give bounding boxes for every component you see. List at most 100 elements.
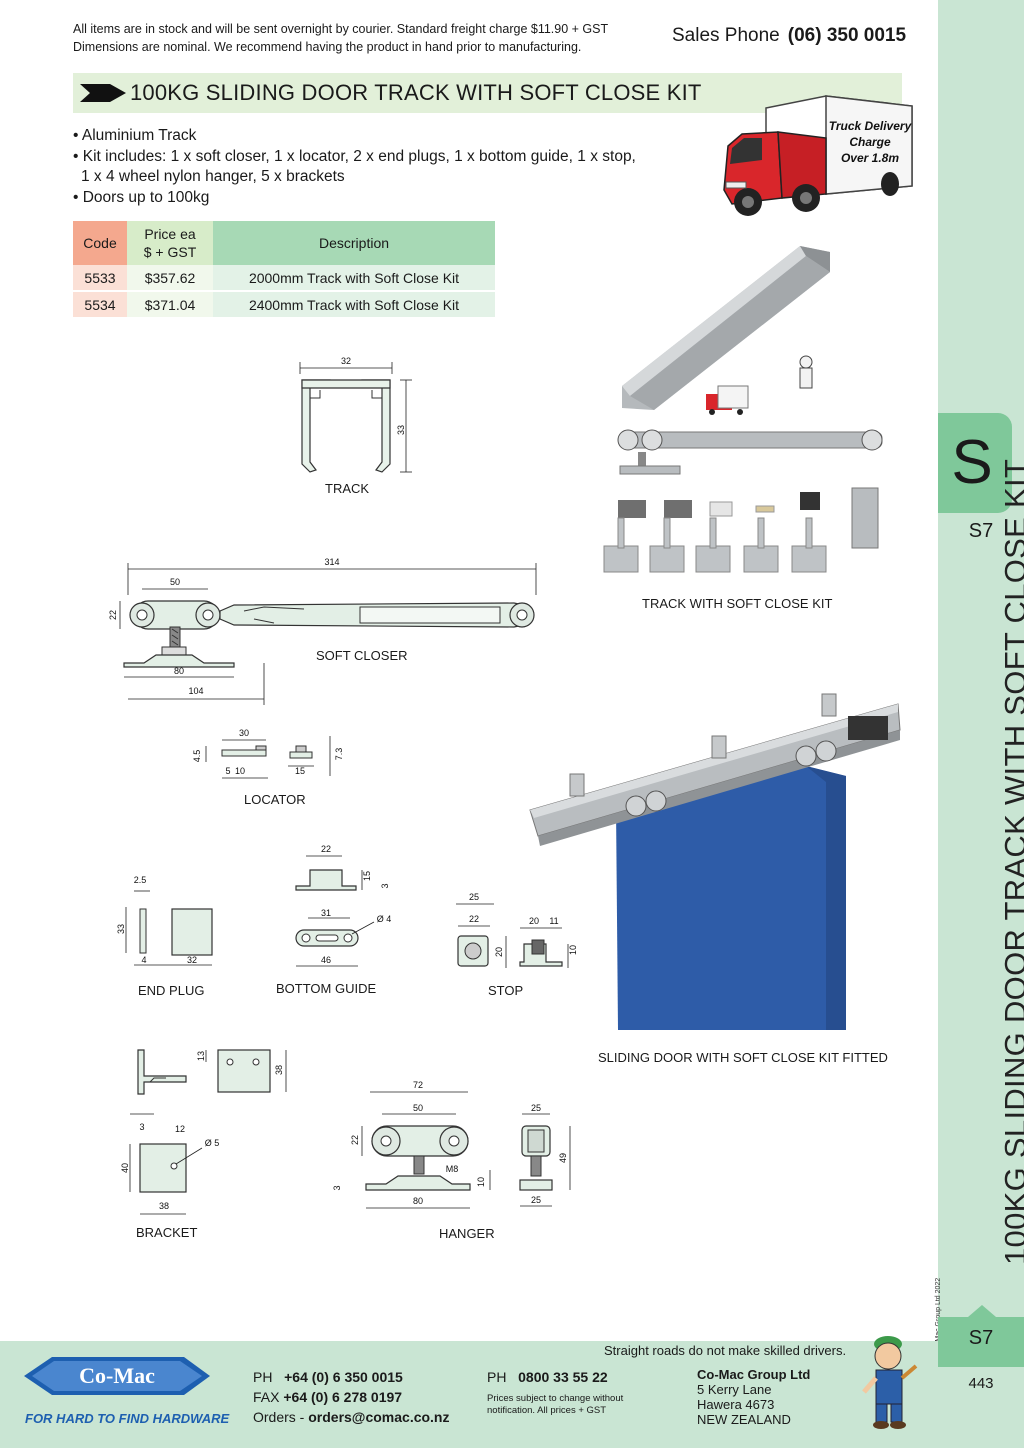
dim-hg-22: 22 bbox=[350, 1135, 360, 1145]
stop-drawing: 25 22 20 20 11 10 bbox=[456, 892, 578, 968]
table-header-row: Code Price ea $ + GST Description bbox=[73, 221, 495, 265]
dim-plug-25: 2.5 bbox=[134, 875, 147, 885]
dim-stop-22: 22 bbox=[469, 914, 479, 924]
col-price-line-1: Price ea bbox=[144, 226, 196, 242]
dim-locator-10: 10 bbox=[235, 766, 245, 776]
stock-notice: All items are in stock and will be sent … bbox=[73, 20, 608, 56]
dim-locator-73: 7.3 bbox=[334, 748, 344, 761]
feature-item: 1 x 4 wheel nylon hanger, 5 x brackets bbox=[81, 168, 345, 186]
label-track-kit: TRACK WITH SOFT CLOSE KIT bbox=[642, 596, 833, 611]
label-door-fitted: SLIDING DOOR WITH SOFT CLOSE KIT FITTED bbox=[598, 1050, 888, 1065]
label-stop: STOP bbox=[488, 983, 524, 998]
fax-label: FAX bbox=[253, 1389, 280, 1405]
table-row[interactable]: 5534 $371.04 2400mm Track with Soft Clos… bbox=[73, 290, 495, 317]
locator-drawing: 30 4.5 5 10 15 7.3 bbox=[192, 728, 344, 779]
ph2-number[interactable]: 0800 33 55 22 bbox=[518, 1369, 608, 1385]
page-title: 100KG SLIDING DOOR TRACK WITH SOFT CLOSE… bbox=[130, 80, 702, 105]
dim-stop-20b: 20 bbox=[529, 916, 539, 926]
dim-stop-11: 11 bbox=[549, 916, 558, 926]
truck-badge-line-3: Over 1.8m bbox=[841, 151, 899, 165]
orders-email[interactable]: orders@comac.co.nz bbox=[308, 1409, 450, 1425]
label-bracket: BRACKET bbox=[136, 1225, 198, 1240]
dim-closer-22: 22 bbox=[108, 610, 118, 620]
dim-hg-25a: 25 bbox=[531, 1103, 541, 1113]
footer-tagline: Straight roads do not make skilled drive… bbox=[604, 1343, 847, 1358]
dim-hg-m8: M8 bbox=[446, 1164, 459, 1174]
section-tab-letter: S bbox=[951, 428, 993, 497]
dim-hg-25b: 25 bbox=[531, 1195, 541, 1205]
dim-hg-10: 10 bbox=[476, 1177, 486, 1187]
dim-closer-80: 80 bbox=[174, 666, 184, 676]
company-name: Co-Mac Group Ltd bbox=[697, 1367, 811, 1382]
address-line-1: 5 Kerry Lane bbox=[697, 1382, 772, 1397]
dim-hg-50: 50 bbox=[413, 1103, 423, 1113]
col-description: Description bbox=[213, 221, 495, 265]
dim-bg-31: 31 bbox=[321, 908, 331, 918]
label-track: TRACK bbox=[325, 481, 370, 496]
price-table: Code Price ea $ + GST Description 5533 $… bbox=[73, 221, 495, 317]
label-end-plug: END PLUG bbox=[138, 983, 205, 998]
dim-stop-25: 25 bbox=[469, 892, 479, 902]
dim-br-3: 3 bbox=[139, 1122, 144, 1132]
feature-item: • Doors up to 100kg bbox=[73, 188, 210, 206]
dim-br-13: 13 bbox=[196, 1051, 206, 1061]
footer-contacts: PH +64 (0) 6 350 0015 FAX +64 (0) 6 278 … bbox=[253, 1367, 450, 1427]
mascot-icon bbox=[862, 1336, 918, 1429]
ph-number[interactable]: +64 (0) 6 350 0015 bbox=[284, 1369, 403, 1385]
dim-hg-3: 3 bbox=[332, 1185, 342, 1190]
label-bottom-guide: BOTTOM GUIDE bbox=[276, 981, 377, 996]
dim-br-38b: 38 bbox=[159, 1201, 169, 1211]
dim-stop-10: 10 bbox=[568, 945, 578, 955]
feature-list: • Aluminium Track • Kit includes: 1 x so… bbox=[73, 126, 636, 208]
section-code-bottom-label: S7 bbox=[968, 1327, 994, 1349]
footer-address: Co-Mac Group Ltd 5 Kerry Lane Hawera 467… bbox=[697, 1367, 810, 1427]
dim-plug-32: 32 bbox=[187, 955, 197, 965]
dim-bg-22: 22 bbox=[321, 844, 331, 854]
section-code-top: S7 bbox=[968, 520, 994, 542]
dim-closer-total: 314 bbox=[324, 557, 339, 567]
dim-track-height: 33 bbox=[396, 425, 406, 435]
dim-plug-4: 4 bbox=[141, 955, 146, 965]
track-drawing: 32 33 bbox=[299, 356, 412, 473]
feature-item: • Aluminium Track bbox=[73, 127, 197, 144]
logo-text: Co-Mac bbox=[79, 1363, 155, 1388]
cell-price: $357.62 bbox=[127, 265, 213, 291]
dim-br-phi5: Ø 5 bbox=[205, 1138, 220, 1148]
label-locator: LOCATOR bbox=[244, 792, 306, 807]
arrow-icon bbox=[80, 84, 126, 102]
dim-br-38a: 38 bbox=[274, 1065, 284, 1075]
door-fitted-photo bbox=[529, 693, 901, 1030]
cell-description: 2400mm Track with Soft Close Kit bbox=[213, 290, 495, 317]
feature-item: • Kit includes: 1 x soft closer, 1 x loc… bbox=[73, 147, 636, 165]
dim-stop-20a: 20 bbox=[494, 947, 504, 957]
dim-locator-45: 4.5 bbox=[192, 750, 202, 763]
ph-label: PH bbox=[253, 1369, 273, 1385]
sales-label: Sales Phone bbox=[672, 25, 780, 46]
vertical-title: 100KG SLIDING DOOR TRACK WITH SOFT CLOSE… bbox=[998, 458, 1024, 1265]
dim-hg-49: 49 bbox=[558, 1153, 568, 1163]
dim-bg-15: 15 bbox=[362, 871, 372, 881]
sidebar bbox=[938, 0, 1024, 1448]
dim-br-12: 12 bbox=[175, 1124, 185, 1134]
dim-br-40: 40 bbox=[120, 1163, 130, 1173]
notice-line-1: All items are in stock and will be sent … bbox=[73, 22, 609, 36]
cell-code: 5534 bbox=[73, 290, 127, 317]
comac-logo: Co-Mac bbox=[24, 1357, 210, 1395]
dim-bg-phi4: Ø 4 bbox=[377, 914, 392, 924]
track-kit-photo bbox=[603, 246, 883, 573]
section-tab[interactable]: S bbox=[938, 413, 1012, 513]
footer-freephone: PH 0800 33 55 22 Prices subject to chang… bbox=[487, 1367, 623, 1417]
soft-closer-drawing: 314 50 22 80 104 bbox=[108, 557, 537, 705]
dim-locator-5: 5 bbox=[225, 766, 230, 776]
ph2-label: PH bbox=[487, 1369, 507, 1385]
address-line-2: Hawera 4673 bbox=[697, 1397, 775, 1412]
table-row[interactable]: 5533 $357.62 2000mm Track with Soft Clos… bbox=[73, 265, 495, 291]
sales-number: (06) 350 0015 bbox=[787, 25, 907, 46]
footer-slogan: FOR HARD TO FIND HARDWARE bbox=[25, 1411, 230, 1426]
col-price-line-2: $ + GST bbox=[143, 244, 197, 260]
page-number: 443 bbox=[968, 1375, 994, 1392]
dim-hg-80: 80 bbox=[413, 1196, 423, 1206]
dim-plug-33: 33 bbox=[116, 924, 126, 934]
bottom-guide-drawing: 22 15 3 31 Ø 4 46 bbox=[295, 844, 392, 967]
fax-number: +64 (0) 6 278 0197 bbox=[283, 1389, 403, 1405]
